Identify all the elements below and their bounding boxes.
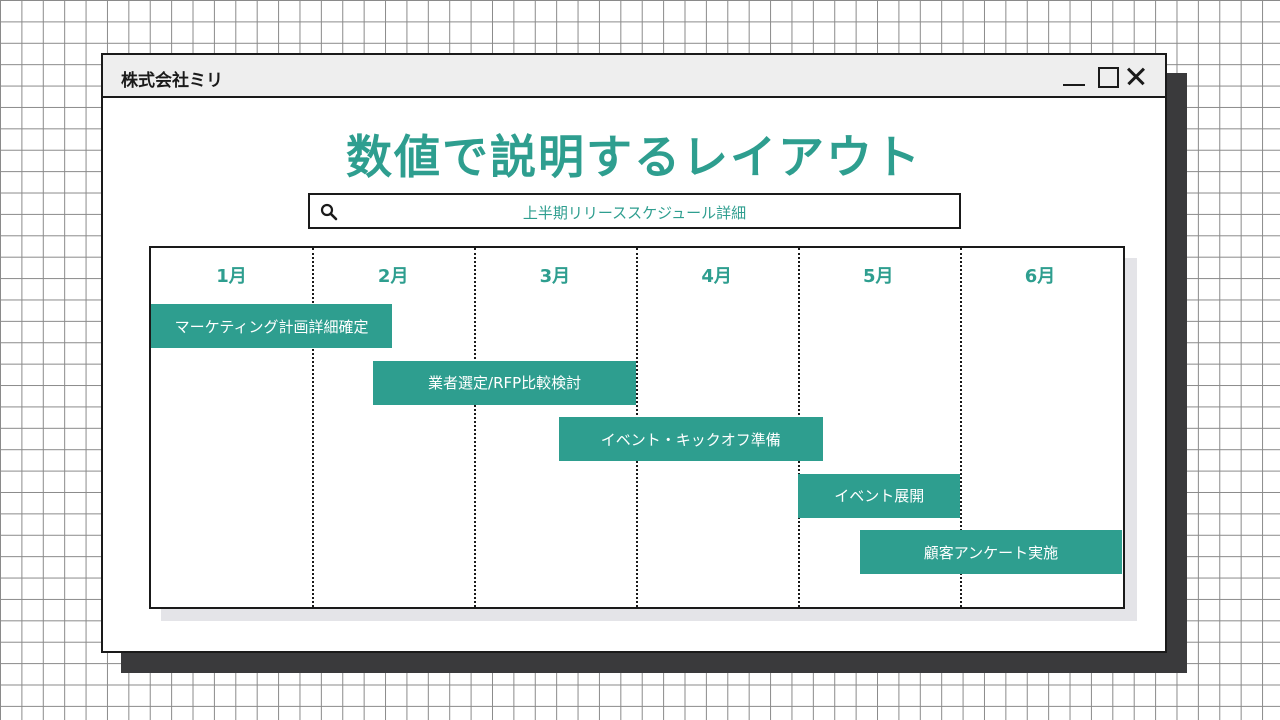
task-bar-event-rollout[interactable]: イベント展開	[798, 473, 961, 518]
title-bar: 株式会社ミリ	[103, 55, 1165, 98]
minimize-button[interactable]	[1063, 65, 1085, 87]
maximize-button[interactable]	[1096, 65, 1119, 88]
month-header-5: 5月	[863, 266, 894, 287]
task-bar-event-kickoff[interactable]: イベント・キックオフ準備	[558, 417, 823, 461]
task-bar-customer-survey[interactable]: 顧客アンケート実施	[859, 530, 1122, 574]
month-header-3: 3月	[539, 266, 571, 287]
app-window: 株式会社ミリ 数値で説明するレイアウト 上半期リリーススケジュール詳細 1月 2…	[101, 53, 1167, 653]
page-title: 数値で説明するレイアウト	[346, 130, 922, 184]
month-divider	[960, 248, 962, 607]
month-header-1: 1月	[216, 266, 247, 287]
search-query: 上半期リリーススケジュール詳細	[522, 204, 747, 222]
month-divider	[474, 248, 476, 607]
app-name: 株式会社ミリ	[121, 71, 223, 91]
task-bar-marketing-plan[interactable]: マーケティング計画詳細確定	[151, 304, 393, 348]
month-header-4: 4月	[701, 266, 732, 287]
search-bar[interactable]: 上半期リリーススケジュール詳細	[308, 193, 961, 229]
month-divider	[312, 248, 314, 607]
month-header-2: 2月	[377, 266, 409, 287]
gantt-chart: 1月 2月 3月 4月 5月 6月 マーケティング計画詳細確定 業者選定/RFP…	[149, 246, 1125, 609]
search-icon	[320, 203, 338, 221]
month-header-6: 6月	[1024, 266, 1056, 287]
close-button[interactable]	[1125, 65, 1147, 87]
task-bar-vendor-selection[interactable]: 業者選定/RFP比較検討	[372, 360, 637, 405]
